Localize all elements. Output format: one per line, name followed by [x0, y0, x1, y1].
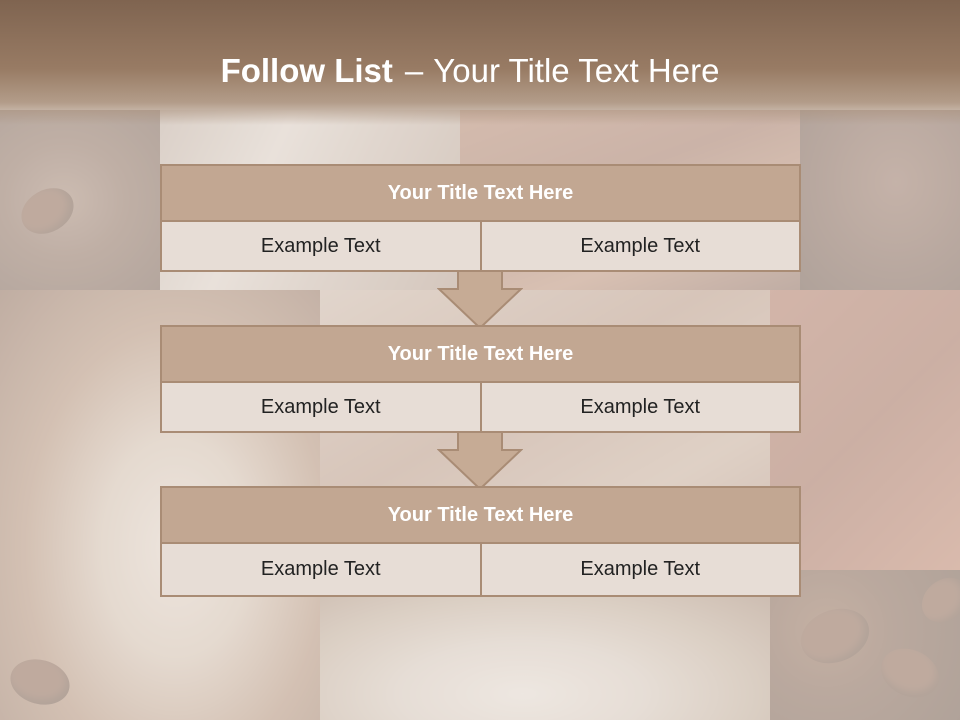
flow-step-title: Your Title Text Here: [162, 488, 799, 544]
flow-step-cell-right: Example Text: [479, 222, 799, 270]
flow-step-1: Your Title Text Here Example Text Exampl…: [160, 164, 801, 272]
flow-step-cell-right: Example Text: [479, 383, 799, 431]
slide-title-separator: –: [404, 52, 424, 89]
flow-step-cell-left: Example Text: [162, 383, 480, 431]
flow-step-2: Your Title Text Here Example Text Exampl…: [160, 325, 801, 433]
flow-step-3: Your Title Text Here Example Text Exampl…: [160, 486, 801, 597]
flow-step-title: Your Title Text Here: [162, 327, 799, 383]
down-arrow-icon: [437, 431, 523, 491]
flow-step-title: Your Title Text Here: [162, 166, 799, 222]
slide-title: Follow List–Your Title Text Here: [0, 52, 940, 90]
flow-step-row: Example Text Example Text: [162, 383, 799, 431]
slide-title-bold: Follow List: [220, 52, 393, 89]
flow-step-cell-left: Example Text: [162, 544, 480, 595]
down-arrow-icon: [437, 270, 523, 330]
header-band: [0, 0, 960, 125]
flow-step-row: Example Text Example Text: [162, 222, 799, 270]
slide-title-rest: Your Title Text Here: [433, 52, 720, 89]
flow-step-cell-right: Example Text: [479, 544, 799, 595]
flow-step-row: Example Text Example Text: [162, 544, 799, 595]
flow-step-cell-left: Example Text: [162, 222, 480, 270]
